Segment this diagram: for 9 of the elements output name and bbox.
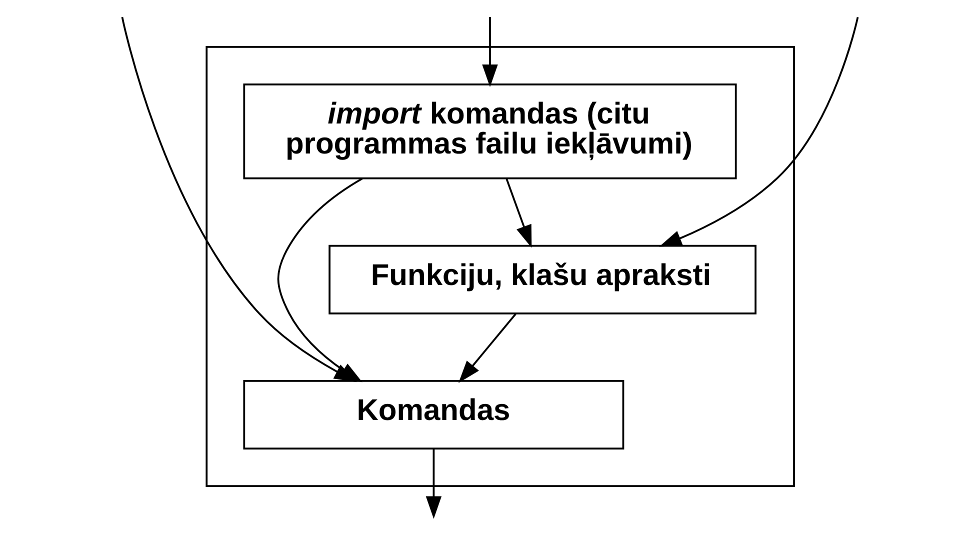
arrow bbox=[482, 16, 498, 88]
node-box: import komandas (citu programmas failu iekļāvumi) bbox=[242, 84, 736, 180]
cluster bbox=[205, 46, 794, 487]
node-box: Funkciju, klašu apraksti bbox=[328, 244, 756, 314]
node-box: Komandas bbox=[242, 380, 624, 450]
arrow bbox=[425, 448, 442, 519]
arrow bbox=[658, 17, 858, 247]
arrow bbox=[458, 313, 516, 383]
arrow bbox=[505, 178, 532, 248]
